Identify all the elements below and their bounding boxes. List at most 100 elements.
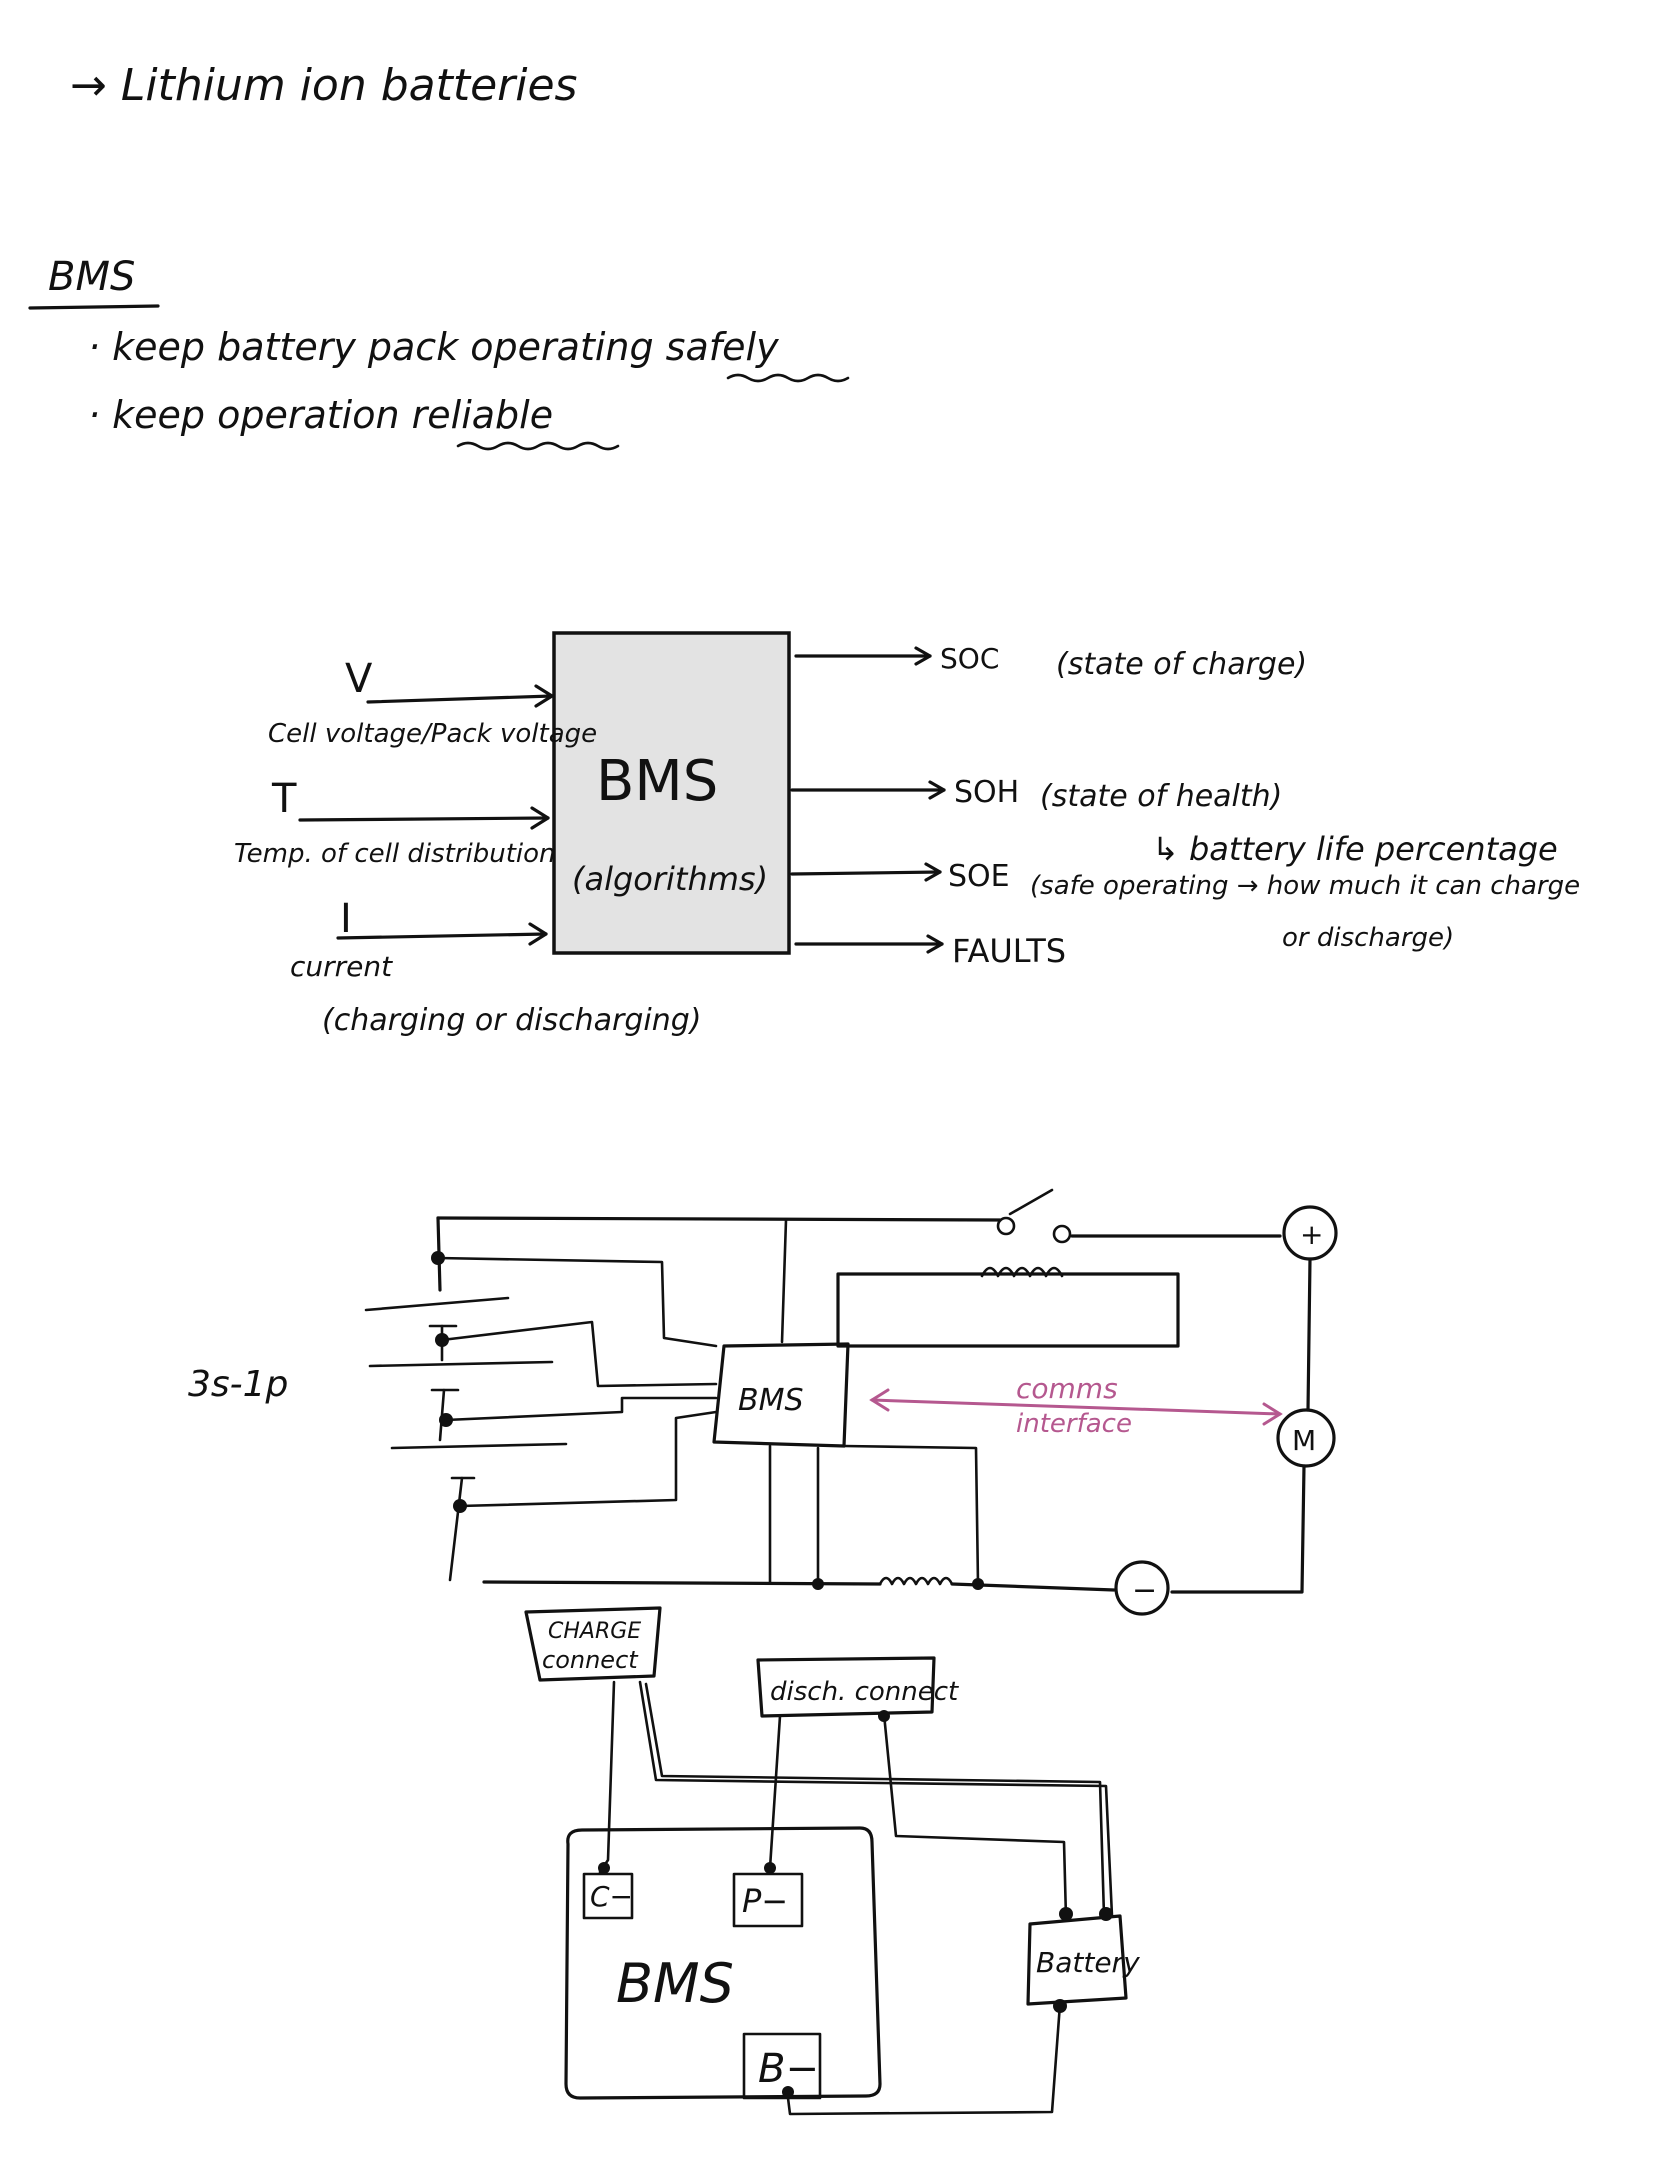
switch-lever: [1008, 1188, 1054, 1216]
input-t-arrow: [298, 816, 550, 822]
output-soc-desc: (state of charge): [1056, 647, 1307, 682]
output-soc-arrowhead: [914, 646, 932, 666]
wiring-battery: [1026, 1914, 1128, 2006]
output-faults-arrowhead: [926, 934, 944, 954]
reliable-underline: [456, 441, 620, 451]
cell-2-long-plate: [368, 1360, 554, 1368]
cell-3-link: [448, 1476, 464, 1582]
c-minus-node: [598, 1862, 610, 1874]
p-minus-terminal: [732, 1872, 804, 1928]
input-i-arrow: [336, 932, 548, 940]
input-t-label: Temp. of cell distribution: [234, 839, 556, 869]
input-t-symbol: T: [271, 776, 297, 822]
bms-down-wire-3: [842, 1444, 980, 1586]
output-soe-desc: (safe operating → how much it can charge: [1030, 871, 1580, 901]
plus-symbol: +: [1300, 1218, 1323, 1251]
c-minus-terminal: [582, 1872, 634, 1920]
bms-block: [552, 631, 791, 955]
plus-to-motor-wire: [1306, 1257, 1312, 1412]
top-rail: [436, 1216, 1002, 1222]
comms-label-1: comms: [1016, 1372, 1118, 1405]
output-soh-desc: (state of health): [1040, 779, 1282, 814]
minus-symbol: −: [1132, 1573, 1157, 1608]
sense-wire-1: [436, 1256, 718, 1348]
disch-to-battery-wire: [882, 1712, 1068, 1920]
b-minus-terminal: [742, 2032, 822, 2100]
b-minus-node: [782, 2086, 794, 2098]
output-soc-name: SOC: [940, 642, 999, 675]
b-minus-label: B−: [758, 2046, 819, 2092]
bms-top-wire: [780, 1218, 788, 1344]
disch-node: [878, 1710, 890, 1722]
circuit-bms-label: BMS: [738, 1383, 804, 1418]
note-bullet-1: · keep battery pack operating safely: [88, 325, 779, 369]
battery-node-1: [1059, 1907, 1073, 1921]
motor-symbol: M: [1292, 1424, 1316, 1457]
minus-terminal: [1114, 1560, 1170, 1616]
comms-arrowhead-left: [869, 1388, 890, 1412]
motor: [1276, 1408, 1336, 1468]
output-soh-note: ↳ battery life percentage: [1152, 830, 1558, 868]
input-v-symbol: V: [345, 656, 373, 702]
comms-arrow: [870, 1398, 1282, 1416]
disch-label: disch. connect: [770, 1677, 959, 1707]
sense-wire-3: [444, 1396, 718, 1422]
disch-to-p-minus-wire: [768, 1714, 782, 1870]
wiring-bms-box: [564, 1826, 882, 2100]
bms-notes: BMS · keep battery pack operating safely…: [28, 254, 850, 451]
config-label: 3s-1p: [188, 1364, 288, 1405]
charge-label-2: connect: [542, 1646, 639, 1674]
safely-underline: [726, 373, 850, 383]
sense-wire-2: [440, 1320, 718, 1388]
p-minus-label: P−: [742, 1882, 788, 1920]
note-bullet-2: · keep operation reliable: [88, 393, 553, 437]
switch-contact-right: [1052, 1224, 1072, 1244]
c-minus-label: C−: [590, 1880, 633, 1913]
comms-label-2: interface: [1016, 1409, 1132, 1439]
charge-to-c-minus-wire: [598, 1680, 616, 1874]
notes-heading: BMS: [48, 254, 135, 300]
output-faults-name: FAULTS: [952, 932, 1066, 970]
bms-block-subtitle: (algorithms): [572, 860, 768, 898]
input-i-arrowhead: [528, 922, 548, 946]
bms-circuit: 3s-1p + M −: [188, 1188, 1338, 1616]
output-soe-desc-2: or discharge): [1282, 923, 1454, 953]
bms-block-diagram: BMS (algorithms) V Cell voltage/Pack vol…: [234, 631, 1580, 1038]
output-soh-name: SOH: [954, 775, 1019, 810]
discharge-connector: [756, 1656, 936, 1718]
comms-arrowhead-right: [1262, 1402, 1283, 1426]
charge-label-1: CHARGE: [548, 1619, 641, 1644]
wiring-bms-label: BMS: [616, 1952, 734, 2015]
relay-loop: [836, 1272, 1180, 1348]
input-v-arrow: [366, 694, 554, 704]
bms-block-title: BMS: [596, 749, 718, 814]
charge-to-battery-wire: [638, 1680, 1114, 1918]
cell-3-long-plate: [390, 1442, 568, 1450]
output-soh-arrowhead: [928, 780, 946, 800]
input-i-symbol: I: [340, 896, 352, 942]
charge-connector: [524, 1606, 662, 1682]
charge-to-battery-wire-b: [644, 1682, 1106, 1918]
battery-label: Battery: [1036, 1946, 1140, 1979]
shunt-resistor: [878, 1576, 954, 1586]
input-i-label: current: [290, 950, 393, 983]
page-title: → Lithium ion batteries: [70, 60, 577, 111]
output-soe-arrow: [790, 870, 942, 876]
input-v-label: Cell voltage/Pack voltage: [268, 719, 597, 749]
battery-node-2: [1099, 1907, 1113, 1921]
output-soe-arrowhead: [924, 862, 942, 882]
battery-to-b-minus-wire: [786, 2002, 1062, 2116]
input-i-sublabel: (charging or discharging): [322, 1003, 702, 1038]
input-t-arrowhead: [530, 806, 550, 830]
battery-node-3: [1053, 1999, 1067, 2013]
output-soe-name: SOE: [948, 859, 1010, 894]
heading-underline: [28, 304, 160, 310]
p-minus-node: [764, 1862, 776, 1874]
motor-to-minus-wire: [1170, 1464, 1306, 1594]
sense-wire-4: [458, 1410, 718, 1508]
input-v-arrowhead: [534, 684, 554, 708]
switch-contact-left: [996, 1216, 1016, 1236]
cell-1-long-plate: [364, 1296, 510, 1312]
